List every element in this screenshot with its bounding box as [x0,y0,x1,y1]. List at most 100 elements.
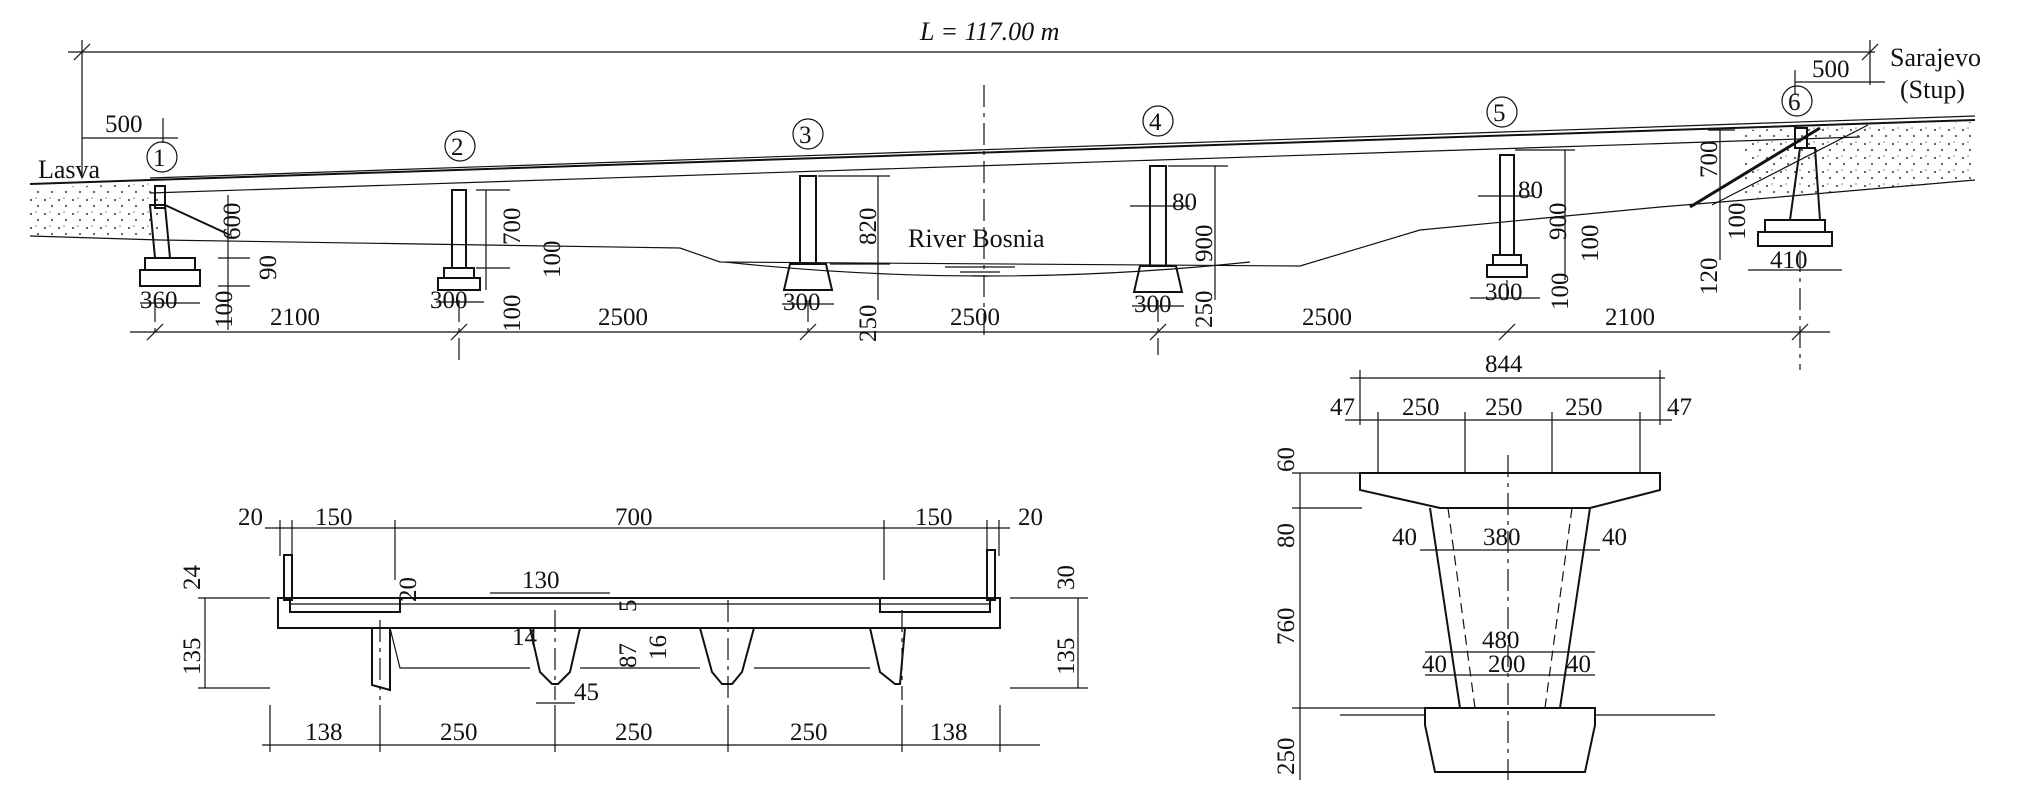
svg-text:100: 100 [539,241,566,279]
svg-text:380: 380 [1483,524,1521,551]
pier-number-5: 5 [1486,96,1518,128]
pier-total-width-dim: 844 [1485,351,1523,378]
svg-text:5: 5 [1493,100,1506,127]
svg-text:1: 1 [153,145,166,172]
svg-text:480: 480 [1482,627,1520,654]
right-place-label-line1: Sarajevo [1890,43,1981,72]
svg-text:120: 120 [1696,258,1723,296]
svg-text:20: 20 [238,504,263,531]
svg-text:300: 300 [1485,279,1523,306]
svg-text:138: 138 [305,719,343,746]
svg-text:135: 135 [179,638,206,676]
pier-number-2: 2 [444,130,476,162]
svg-text:410: 410 [1770,247,1808,274]
svg-text:250: 250 [1485,394,1523,421]
svg-text:60: 60 [1273,447,1300,472]
svg-text:87: 87 [615,643,642,668]
pier-number-4: 4 [1142,105,1174,137]
svg-text:4: 4 [1149,109,1162,136]
svg-text:135: 135 [1053,638,1080,676]
svg-text:14: 14 [512,624,538,651]
deck-cross-section: 20 150 700 150 20 130 20 5 14 87 16 45 2… [179,504,1088,752]
svg-text:820: 820 [855,208,882,246]
svg-text:900: 900 [1191,225,1218,263]
svg-text:150: 150 [315,504,353,531]
svg-text:130: 130 [522,567,560,594]
girder-4 [869,627,906,685]
svg-text:300: 300 [430,287,468,314]
svg-text:6: 6 [1788,89,1801,116]
right-offset-dim: 500 [1812,56,1850,83]
svg-text:47: 47 [1330,394,1355,421]
svg-text:200: 200 [1488,651,1526,678]
svg-text:90: 90 [255,255,282,280]
right-soil [1745,122,1975,200]
svg-text:45: 45 [574,679,599,706]
svg-text:250: 250 [615,719,653,746]
svg-text:30: 30 [1053,565,1080,590]
pier-2 [437,189,481,291]
svg-text:760: 760 [1273,608,1300,646]
pier-number-3: 3 [792,118,824,150]
svg-text:250: 250 [440,719,478,746]
river-label: River Bosnia [908,224,1045,253]
svg-text:5: 5 [615,600,642,613]
svg-text:80: 80 [1172,189,1197,216]
deck-bottom-edge [149,136,1861,194]
girder-1 [371,628,391,692]
pier-5 [1486,154,1528,278]
left-offset-dim: 500 [105,111,143,138]
bridge-elevation: L = 117.00 m 500 500 Lasva Sarajevo (Stu… [29,17,1981,370]
svg-text:150: 150 [915,504,953,531]
right-place-label-line2: (Stup) [1900,75,1965,104]
svg-text:360: 360 [140,287,178,314]
pier-number-6: 6 [1781,85,1813,117]
svg-text:250: 250 [1273,738,1300,776]
svg-text:40: 40 [1392,524,1417,551]
svg-text:900: 900 [1545,203,1572,241]
svg-text:2: 2 [451,134,464,161]
span-4-dim: 2500 [1302,304,1352,331]
svg-text:40: 40 [1422,651,1447,678]
span-1-dim: 2100 [270,304,320,331]
svg-text:300: 300 [1134,291,1172,318]
svg-text:250: 250 [790,719,828,746]
svg-text:40: 40 [1566,651,1591,678]
deck-top-edge [29,119,1976,185]
span-3-dim: 2500 [950,304,1000,331]
svg-text:700: 700 [499,208,526,246]
total-length-label: L = 117.00 m [919,17,1059,46]
svg-text:100: 100 [1577,225,1604,263]
svg-text:138: 138 [930,719,968,746]
left-place-label: Lasva [38,155,101,184]
svg-text:3: 3 [799,122,812,149]
ground-line [29,179,1976,267]
svg-text:700: 700 [1696,141,1723,179]
svg-text:300: 300 [783,289,821,316]
span-5-dim: 2100 [1605,304,1655,331]
svg-text:250: 250 [1402,394,1440,421]
svg-text:40: 40 [1602,524,1627,551]
pier-4 [1132,165,1184,293]
span-2-dim: 2500 [598,304,648,331]
svg-text:20: 20 [395,577,422,602]
pier-3 [782,175,834,291]
svg-text:16: 16 [645,635,672,660]
svg-text:100: 100 [499,295,526,333]
pier-number-1: 1 [146,141,178,173]
svg-text:600: 600 [219,203,246,241]
girder-2 [529,627,581,685]
svg-text:47: 47 [1667,394,1692,421]
left-soil [30,183,160,240]
svg-text:80: 80 [1518,177,1543,204]
svg-text:700: 700 [615,504,653,531]
girder-3 [699,627,755,685]
svg-text:250: 250 [1191,291,1218,329]
svg-text:24: 24 [179,565,206,591]
deck-top-rail [149,115,1976,179]
abutment-6 [1689,124,1869,247]
svg-text:80: 80 [1273,523,1300,548]
svg-text:250: 250 [1565,394,1603,421]
svg-text:100: 100 [211,291,238,329]
